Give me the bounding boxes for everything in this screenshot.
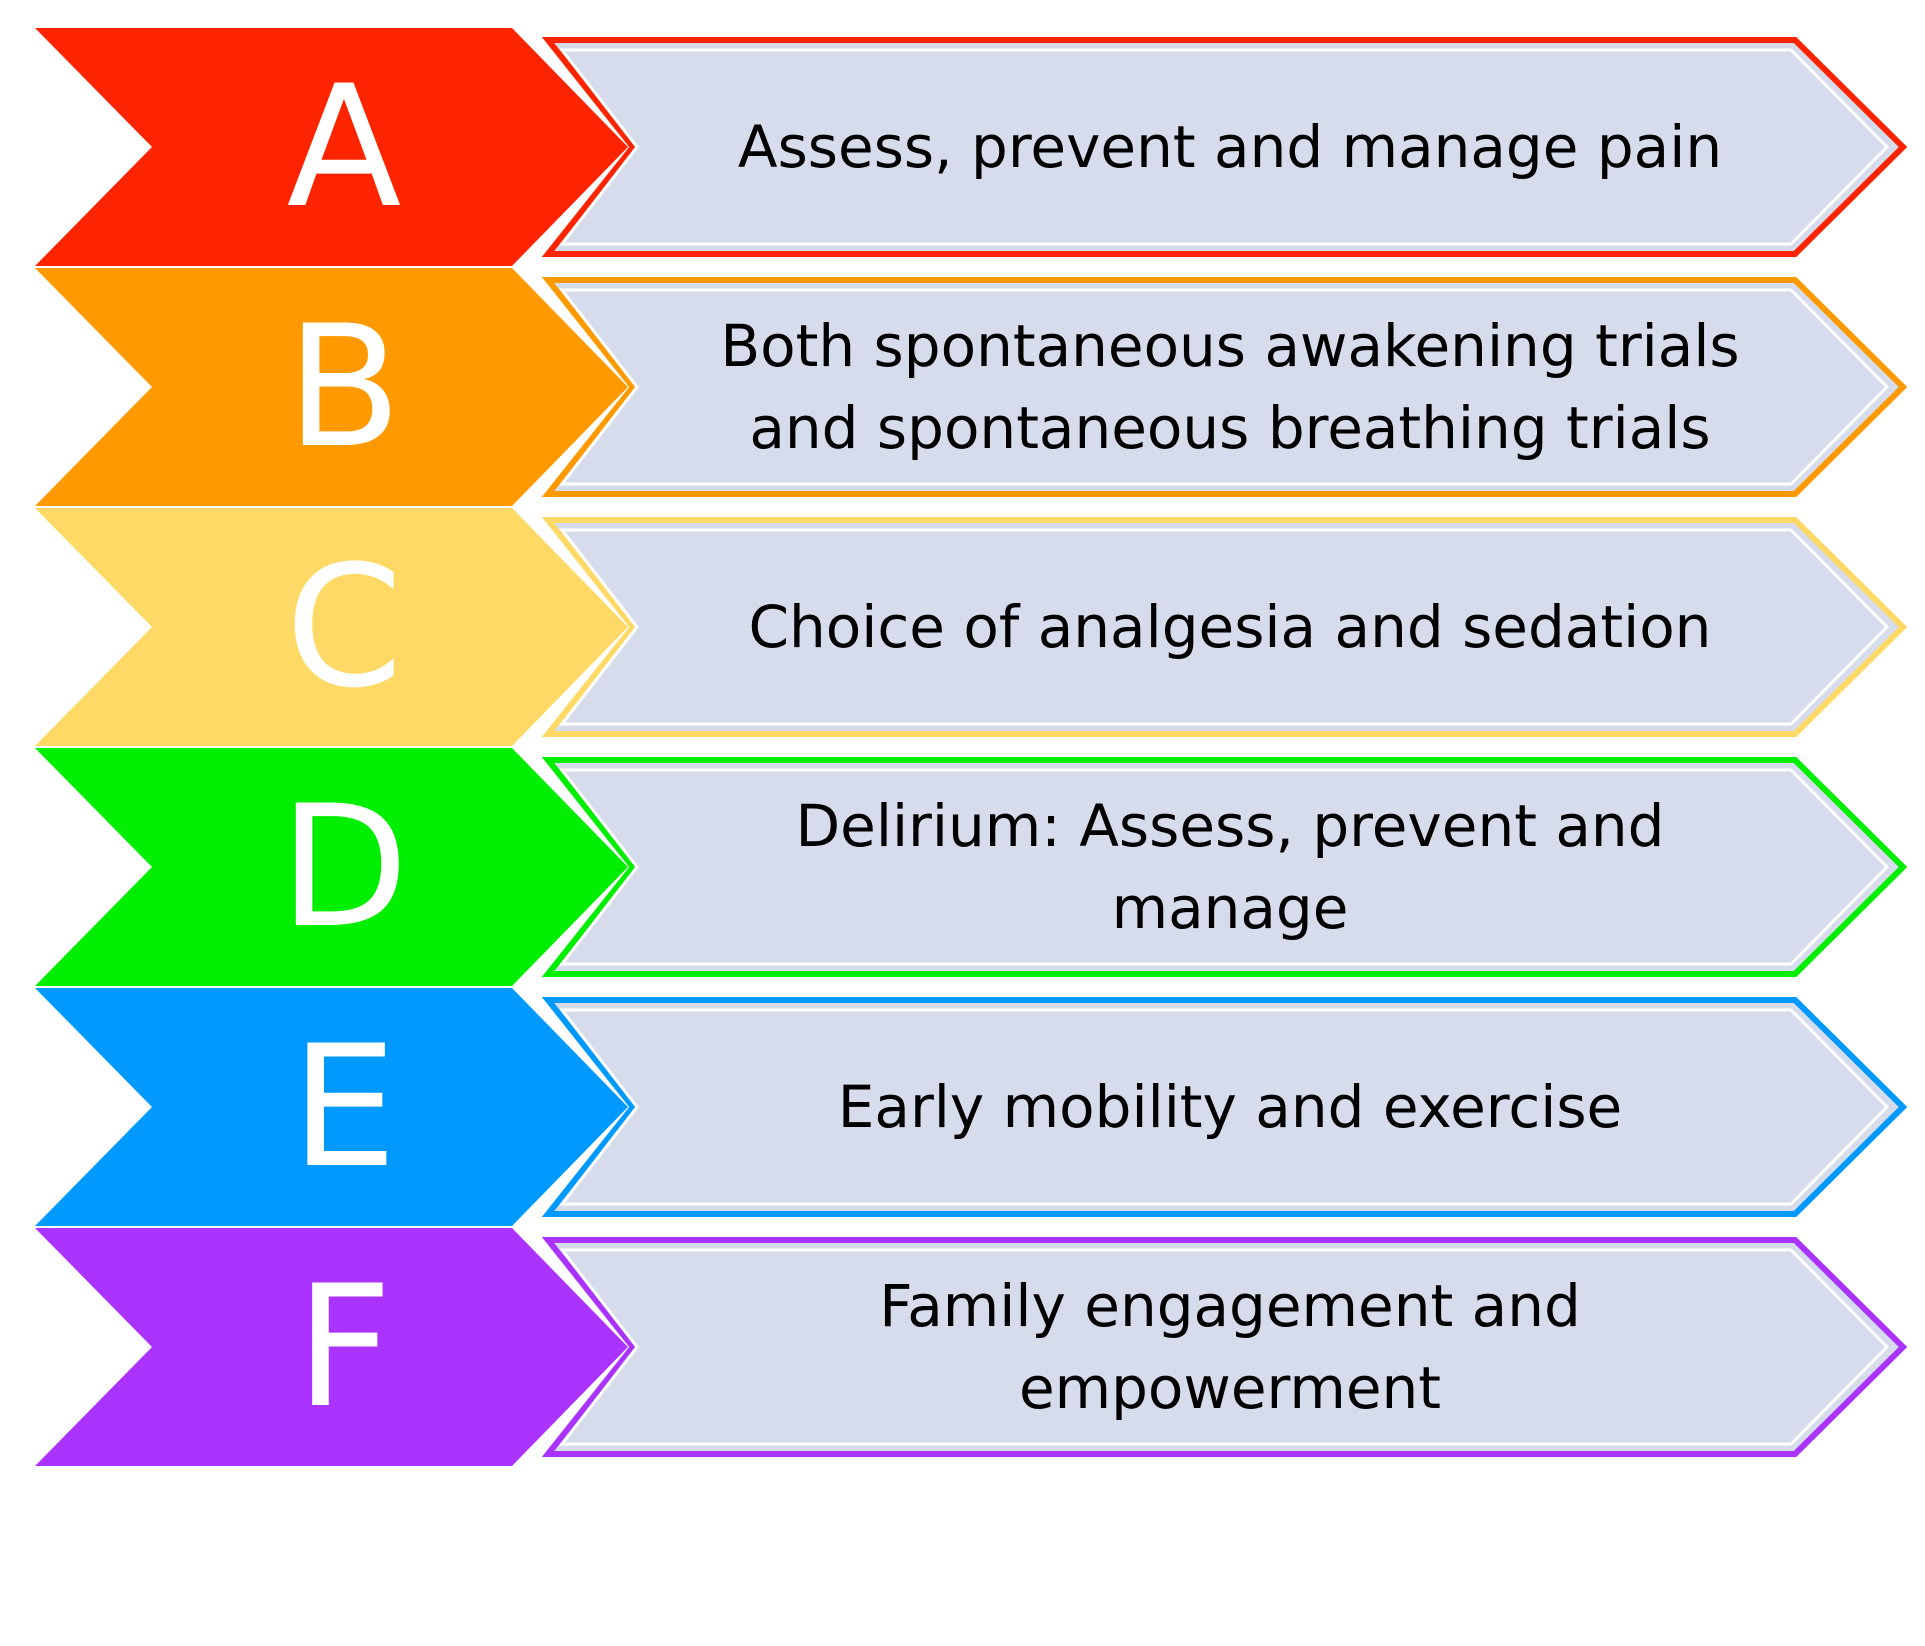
row-letter: A xyxy=(287,49,402,245)
row-description-line: Both spontaneous awakening trials xyxy=(720,312,1739,380)
description-arrow-box xyxy=(541,277,1908,497)
description-arrow-inner-border xyxy=(558,48,1890,246)
row-description-line: Assess, prevent and manage pain xyxy=(738,113,1722,181)
description-arrow-inner-border xyxy=(558,288,1890,486)
row-description-line: and spontaneous breathing trials xyxy=(749,394,1710,462)
row-description-line: manage xyxy=(1112,874,1349,942)
description-arrow-inner-border xyxy=(558,1008,1890,1206)
letter-chevron xyxy=(35,268,628,506)
row-letter: E xyxy=(291,1009,397,1205)
row-description-line: Delirium: Assess, prevent and xyxy=(795,792,1664,860)
row-description-line: Family engagement and xyxy=(879,1272,1581,1340)
description-arrow-inner-border xyxy=(558,528,1890,726)
description-arrow-box xyxy=(541,997,1908,1217)
bundle-row-c: C Choice of analgesia and sedation xyxy=(35,508,1908,746)
letter-chevron xyxy=(35,28,628,266)
row-letter: C xyxy=(285,529,402,725)
description-arrow-box xyxy=(541,37,1908,257)
letter-chevron xyxy=(35,988,628,1226)
row-letter: B xyxy=(286,289,401,485)
letter-chevron xyxy=(35,748,628,986)
bundle-row-d: D Delirium: Assess, prevent and manage xyxy=(35,748,1908,986)
letter-chevron xyxy=(35,1228,628,1466)
bundle-row-b: B Both spontaneous awakening trials and sp… xyxy=(35,268,1908,506)
row-description-line: Choice of analgesia and sedation xyxy=(749,593,1712,661)
letter-chevron xyxy=(35,508,628,746)
row-description-line: Early mobility and exercise xyxy=(838,1073,1622,1141)
description-arrow-box xyxy=(541,517,1908,737)
row-letter: D xyxy=(279,769,408,965)
row-letter: F xyxy=(296,1249,393,1445)
bundle-row-e: E Early mobility and exercise xyxy=(35,988,1908,1226)
description-arrow-box xyxy=(541,757,1908,977)
bundle-row-f: F Family engagement and empowerment xyxy=(35,1228,1908,1466)
bundle-row-a: A Assess, prevent and manage pain xyxy=(35,28,1908,266)
description-arrow-box xyxy=(541,1237,1908,1457)
description-arrow-inner-border xyxy=(558,1248,1890,1446)
description-arrow-inner-border xyxy=(558,768,1890,966)
row-description-line: empowerment xyxy=(1019,1354,1441,1422)
